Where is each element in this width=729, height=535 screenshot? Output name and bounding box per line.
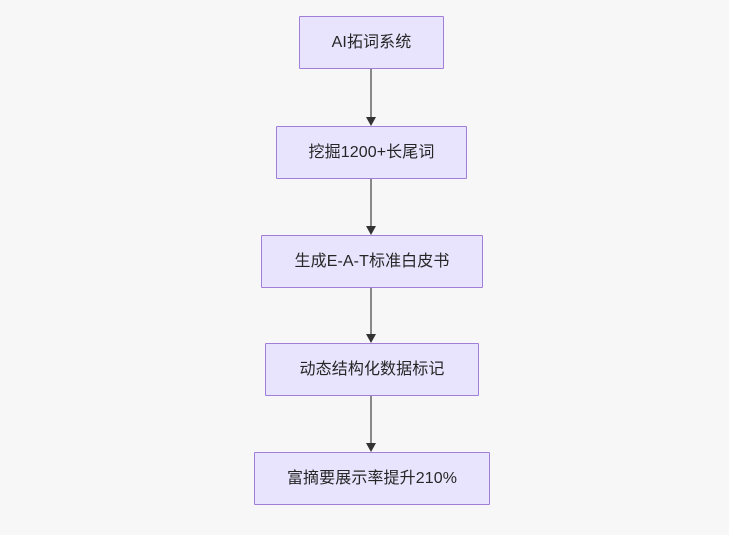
flow-node-label: 动态结构化数据标记 bbox=[299, 360, 445, 378]
arrowhead-icon bbox=[365, 443, 376, 452]
edge-line bbox=[370, 179, 372, 226]
edge-line bbox=[370, 288, 372, 334]
flow-node-rich-snippet-uplift[interactable]: 富摘要展示率提升210% bbox=[254, 452, 490, 505]
flow-node-dynamic-structured-data[interactable]: 动态结构化数据标记 bbox=[265, 343, 479, 396]
arrowhead-icon bbox=[365, 226, 376, 235]
flow-node-label: 生成E-A-T标准白皮书 bbox=[294, 252, 450, 270]
flow-edge-3 bbox=[365, 288, 376, 343]
flow-node-ai-keyword-system[interactable]: AI拓词系统 bbox=[299, 16, 444, 69]
flow-edge-4 bbox=[365, 396, 376, 452]
flow-node-label: 富摘要展示率提升210% bbox=[286, 469, 458, 487]
flow-node-label: 挖掘1200+长尾词 bbox=[308, 143, 435, 161]
arrowhead-icon bbox=[365, 117, 376, 126]
flow-edge-1 bbox=[365, 69, 376, 126]
flow-node-mine-longtail-keywords[interactable]: 挖掘1200+长尾词 bbox=[276, 126, 467, 179]
edge-line bbox=[370, 396, 372, 443]
arrowhead-icon bbox=[365, 334, 376, 343]
edge-line bbox=[370, 69, 372, 117]
flow-edge-2 bbox=[365, 179, 376, 235]
flow-node-label: AI拓词系统 bbox=[331, 33, 412, 51]
flow-node-generate-eat-whitepaper[interactable]: 生成E-A-T标准白皮书 bbox=[261, 235, 483, 288]
